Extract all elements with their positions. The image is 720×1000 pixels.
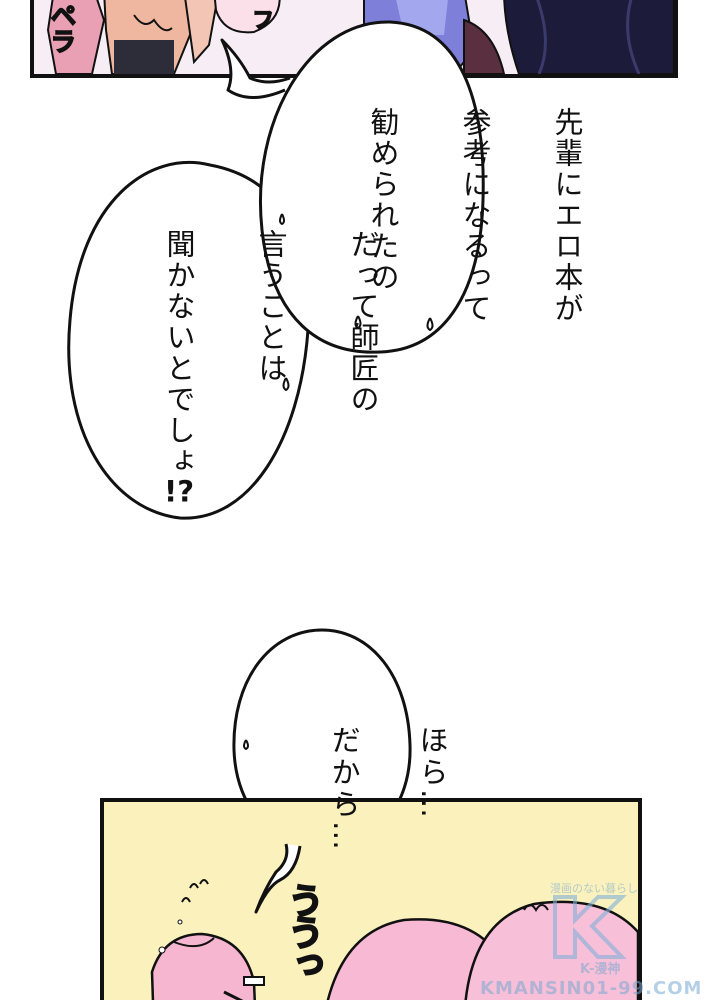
bubble-2-exclaim: !? (163, 476, 195, 506)
sfx-flip-right: フ (247, 7, 274, 31)
sfx-flip-left: ペラ (45, 1, 77, 55)
watermark: 漫画のない暮らし K-漫神 KMANSIN01-99.COM (480, 880, 720, 1000)
sfx-uu: ううっ (281, 881, 324, 979)
bubble-1-line-2: 参考になるって (458, 106, 492, 324)
bubble-2-text: だって師匠の 言うことは 聞かないとでしょ!? (110, 184, 432, 506)
bottom-panel-art (104, 802, 638, 1000)
bubble-2-line-3: 聞かないとでしょ!? (162, 229, 196, 506)
sweat-drops (279, 213, 434, 392)
watermark-url: KMANSIN01-99.COM (480, 978, 703, 999)
bubble-2-line-2: 言うことは (254, 228, 288, 384)
watermark-k-logo (553, 895, 627, 959)
speech-bubble-1-tail (220, 38, 291, 99)
bubble-1-line-1: 先輩にエロ本が (550, 106, 584, 324)
watermark-brand: K-漫神 (580, 962, 621, 977)
bubble-1-line-3: 勧められたの (366, 106, 400, 293)
bubble-1-text: 先輩にエロ本が 参考になるって 勧められたの (314, 62, 636, 352)
watermark-small-text: 漫画のない暮らし (550, 882, 638, 895)
bubble-2-line-3a: 聞かないとでしょ (162, 228, 196, 477)
bubble-2-line-1: だって師匠の (346, 228, 380, 415)
bubble-3-text: ほら… だから… (278, 676, 498, 853)
bubble-3-line-2: だから… (327, 724, 361, 853)
speech-bubble-1 (259, 20, 485, 354)
bubble-3-line-1: ほら… (415, 724, 449, 821)
